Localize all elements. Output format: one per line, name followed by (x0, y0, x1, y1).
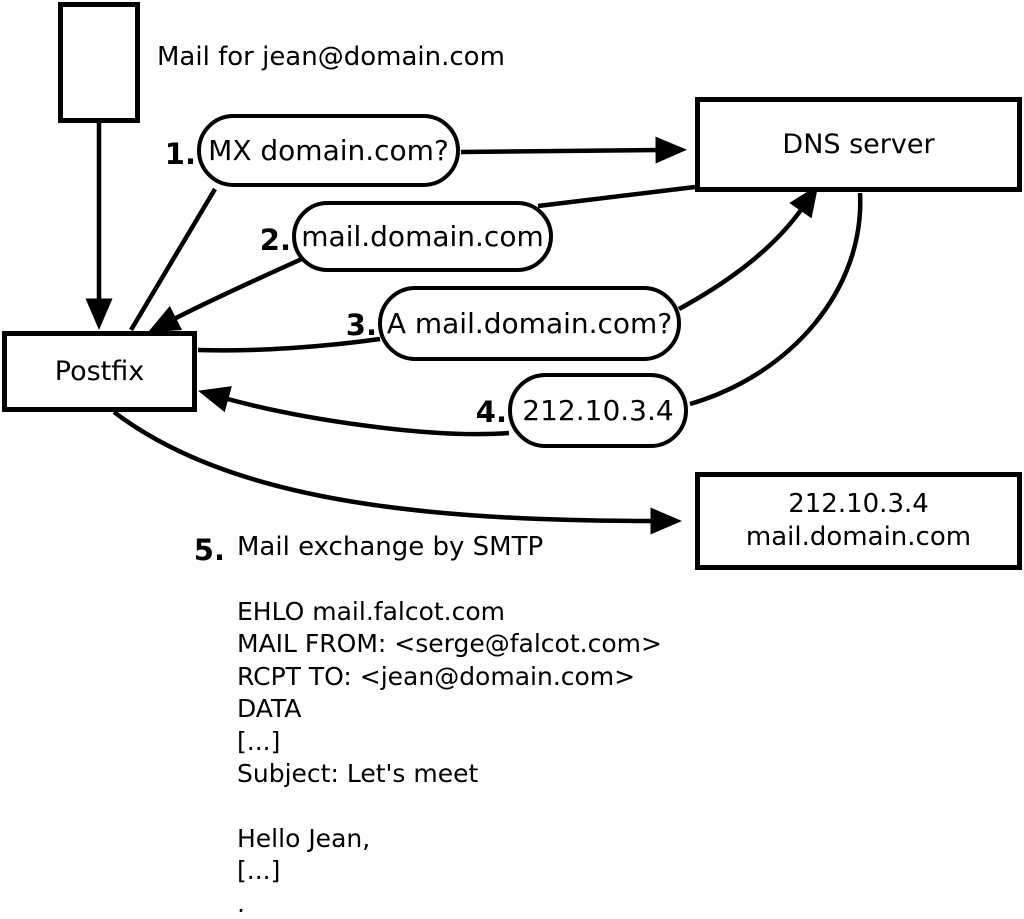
arrow-step2-to-postfix (147, 255, 305, 333)
smtp-line: [...] (237, 726, 281, 756)
step-3-label: A mail.domain.com? (386, 307, 673, 340)
step-4-label: 212.10.3.4 (522, 394, 674, 427)
step-2-number: 2. (259, 223, 291, 257)
line-postfix-to-step3 (197, 336, 381, 353)
step-3-number: 3. (345, 308, 377, 342)
postfix-label: Postfix (54, 356, 145, 387)
arrow-step3-to-dns (677, 184, 819, 311)
diagram-title: Mail for jean@domain.com (157, 42, 505, 72)
smtp-line: [...] (237, 856, 281, 886)
smtp-line: DATA (237, 694, 302, 724)
step-4-number: 4. (475, 395, 507, 429)
step-5-label: Mail exchange by SMTP (237, 532, 544, 562)
step-4-pill: 212.10.3.4 (508, 373, 688, 448)
mailhost-ip: 212.10.3.4 (788, 489, 929, 519)
step-1-label: MX domain.com? (208, 134, 449, 167)
smtp-line: Subject: Let's meet (237, 759, 479, 789)
smtp-line: EHLO mail.falcot.com (237, 597, 506, 626)
line-dns-to-step4 (689, 192, 863, 407)
step-1-number: 1. (164, 137, 196, 171)
smtp-line: Hello Jean, (237, 823, 371, 853)
line-postfix-to-step1 (129, 187, 217, 332)
step-5-number: 5. (193, 533, 225, 567)
postfix-node: Postfix (2, 331, 197, 412)
mailhost-node: 212.10.3.4 mail.domain.com (695, 472, 1022, 570)
smtp-line: RCPT TO: <jean@domain.com> (237, 661, 636, 691)
smtp-line: MAIL FROM: <serge@falcot.com> (237, 629, 662, 659)
mail-message-icon (58, 2, 140, 123)
arrow-step4-to-postfix (197, 386, 510, 437)
line-dns-to-step2 (537, 184, 696, 209)
smtp-line-blank (237, 790, 662, 822)
dns-server-node: DNS server (695, 97, 1022, 192)
step-3-pill: A mail.domain.com? (378, 286, 681, 361)
step-2-pill: mail.domain.com (292, 201, 553, 272)
arrow-step1-to-dns (460, 136, 687, 164)
step-2-label: mail.domain.com (301, 220, 544, 253)
smtp-transcript: EHLO mail.falcot.com MAIL FROM: <serge@f… (237, 596, 662, 919)
arrow-postfix-to-mailhost (112, 410, 682, 535)
dns-server-label: DNS server (782, 129, 935, 160)
step-1-pill: MX domain.com? (197, 114, 460, 187)
mailhost-hostname: mail.domain.com (745, 522, 972, 552)
smtp-line-terminator: . (237, 888, 245, 918)
